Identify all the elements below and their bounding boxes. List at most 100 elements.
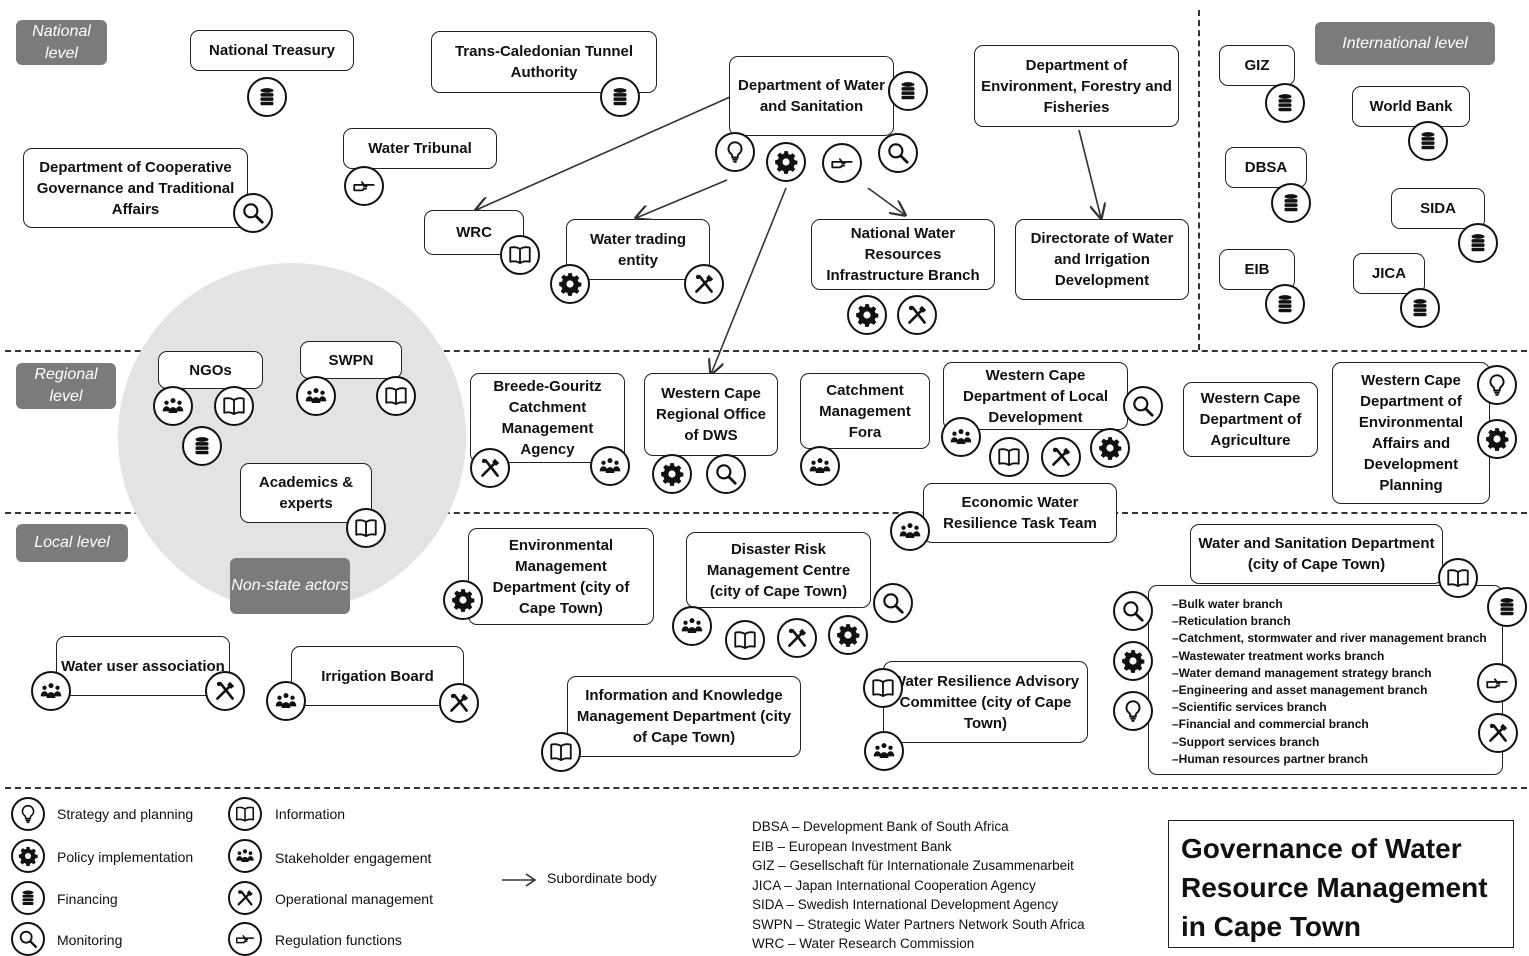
node-world-bank: World Bank [1352,86,1470,127]
branch-item: –Bulk water branch [1172,597,1283,611]
abbreviations-list: DBSA – Development Bank of South Africa … [752,817,1085,954]
abbreviation-item: WRC – Water Research Commission [752,936,975,951]
people-icon [31,671,71,711]
node-ewrtt: Economic Water Resilience Task Team [923,483,1117,543]
abbreviation-item: SIDA – Swedish International Development… [752,897,1059,912]
node-cmf: Catchment Management Fora [800,373,930,449]
node-sida: SIDA [1391,188,1485,229]
book-icon [541,732,581,772]
branch-item: –Water demand management strategy branch [1172,665,1432,680]
node-wrc: WRC [424,210,524,255]
book-icon [500,235,540,275]
gear-icon [1113,641,1153,681]
node-nwrib: National Water Resources Infrastructure … [811,219,995,290]
people-icon [800,446,840,486]
people-icon [864,731,904,771]
book-icon [725,620,765,660]
gear-icon [1477,419,1517,459]
node-wsd: Water and Sanitation Department (city of… [1190,524,1443,584]
bulb-icon [1113,691,1153,731]
coins-icon [11,881,45,915]
node-dbsa: DBSA [1225,147,1307,188]
node-dws: Department of Water and Sanitation [729,56,894,136]
magnifier-icon [11,922,45,956]
node-swpn: SWPN [300,341,402,379]
abbreviation-item: DBSA – Development Bank of South Africa [752,819,1009,834]
hand-icon [228,922,262,956]
nonstate-actors-circle [118,263,466,611]
magnifier-icon [1123,386,1163,426]
branch-item: –Catchment, stormwater and river managem… [1172,631,1487,646]
node-water-trading-entity: Water trading entity [566,219,710,280]
book-icon [376,376,416,416]
abbreviation-item: SWPN – Strategic Water Partners Network … [752,916,1085,932]
coins-icon [182,426,222,466]
tag-national-level: National level [16,20,107,65]
tag-international-level: International level [1315,22,1495,65]
gear-icon [652,454,692,494]
legend-stakeholder-label: Stakeholder engagement [275,850,432,866]
coins-icon [600,77,640,117]
people-icon [153,386,193,426]
node-wcdld: Western Cape Department of Local Develop… [943,362,1128,430]
coins-icon [1271,183,1311,223]
tools-icon [205,671,245,711]
people-icon [890,511,930,551]
node-wrac: Water Resilience Advisory Committee (cit… [883,661,1088,743]
tools-icon [228,881,262,915]
legend-strategy-label: Strategy and planning [57,806,194,822]
arrow-dws-wrc [476,96,731,210]
magnifier-icon [706,454,746,494]
coins-icon [1408,121,1448,161]
node-giz: GIZ [1219,45,1295,86]
coins-icon [1400,288,1440,328]
node-cogta: Department of Cooperative Governance and… [23,148,248,228]
people-icon [941,417,981,457]
coins-icon [247,77,287,117]
gear-icon [766,142,806,182]
abbreviation-item: EIB – European Investment Bank [752,838,952,854]
tools-icon [777,618,817,658]
people-icon [672,606,712,646]
arrow-deff-dwid [1078,129,1101,218]
legend-subordinate-label: Subordinate body [547,870,657,886]
branch-item: –Engineering and asset management branch [1172,683,1428,698]
branch-item: –Scientific services branch [1172,700,1327,715]
node-water-user-association: Water user association [56,636,230,696]
node-wcda: Western Cape Department of Agriculture [1183,382,1318,457]
bulb-icon [1477,365,1517,405]
international-separator [1198,10,1200,350]
tag-local-level: Local level [16,524,128,562]
magnifier-icon [233,193,273,233]
diagram-title: Governance of Water Resource Management … [1168,820,1514,948]
tools-icon [1041,437,1081,477]
magnifier-icon [873,583,913,623]
node-academics: Academics & experts [240,463,372,523]
legend-policy-label: Policy implementation [57,849,194,865]
people-icon [590,446,630,486]
national-regional-separator [5,350,1527,352]
node-wcdeadp: Western Cape Department of Environmental… [1332,362,1490,504]
arrow-icon [502,873,537,887]
gear-icon [550,264,590,304]
book-icon [214,386,254,426]
regional-local-separator [5,512,1527,514]
tools-icon [470,448,510,488]
coins-icon [1487,587,1527,627]
abbreviation-item: GIZ – Gesellschaft für Internationale Zu… [752,858,1074,873]
branch-item: –Support services branch [1172,734,1320,749]
coins-icon [888,71,928,111]
people-icon [228,839,262,873]
node-drmc: Disaster Risk Management Centre (city of… [686,532,871,608]
tools-icon [897,295,937,335]
node-irrigation-board: Irrigation Board [291,646,464,706]
book-icon [863,668,903,708]
tools-icon [1478,713,1518,753]
node-dwid: Directorate of Water and Irrigation Deve… [1015,219,1189,300]
node-national-treasury: National Treasury [190,30,354,71]
node-jica: JICA [1353,253,1425,294]
arrow-dws-wte [636,179,728,218]
tools-icon [684,264,724,304]
arrow-dws-nwrib [867,187,905,215]
